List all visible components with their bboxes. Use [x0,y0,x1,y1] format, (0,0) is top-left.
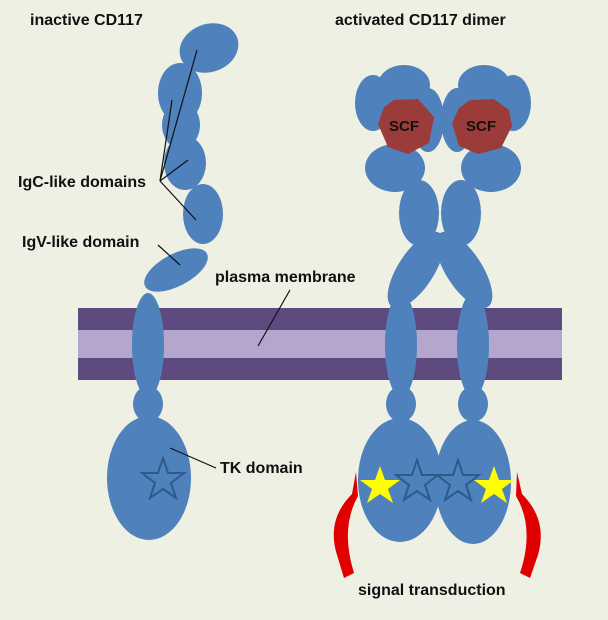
membrane-outer-bottom [78,358,562,380]
label-igv-domain: IgV-like domain [22,234,140,251]
label-scf-right: SCF [466,118,496,135]
signal-arrow-left [333,472,358,578]
left-igv [387,231,445,309]
left-igc-e [399,180,439,246]
scf-ligand-left [378,99,434,154]
left-juxtamembrane [386,386,416,422]
inactive-receptor [107,23,239,540]
leader-igc-4 [159,180,197,221]
left-transmembrane [385,293,417,397]
leader-igc-2 [159,99,173,182]
right-juxtamembrane [458,386,488,422]
right-igc-b [458,65,510,105]
leader-igc-1 [159,49,198,182]
phospho-star-left-icon [360,466,400,503]
leader-lines [157,49,291,469]
scf-ligand-right [452,99,512,154]
star-outline-left-icon [393,456,441,503]
igc-domain-4 [164,136,206,190]
leader-membrane [257,289,291,347]
star-outline-icon [139,454,187,501]
star-outline-right-icon [434,456,482,503]
leader-tk [169,447,217,469]
right-igc-d [461,144,521,192]
membrane-outer-top [78,308,562,330]
signal-arrows [333,472,541,578]
label-tk-domain: TK domain [220,460,303,477]
right-tk-domain [435,420,511,544]
juxtamembrane-segment [133,386,163,422]
leader-igv [157,244,181,266]
phospho-star-right-icon [474,466,514,503]
igc-domain-5 [183,184,223,244]
leader-igc-3 [159,159,189,182]
left-igc-d [365,144,425,192]
active-dimer [355,65,531,544]
right-igv [435,231,493,309]
right-transmembrane [457,293,489,397]
igv-domain [144,248,208,292]
transmembrane-segment [132,293,164,397]
label-signal-transduction: signal transduction [358,582,506,599]
label-igc-domains: IgC-like domains [18,174,147,191]
left-igc-b [378,65,430,105]
signal-arrow-right [516,472,541,578]
label-scf-left: SCF [389,118,419,135]
label-plasma-membrane: plasma membrane [215,269,356,286]
right-igc-e [441,180,481,246]
title-inactive: inactive CD117 [30,12,143,29]
title-active: activated CD117 dimer [335,12,506,29]
